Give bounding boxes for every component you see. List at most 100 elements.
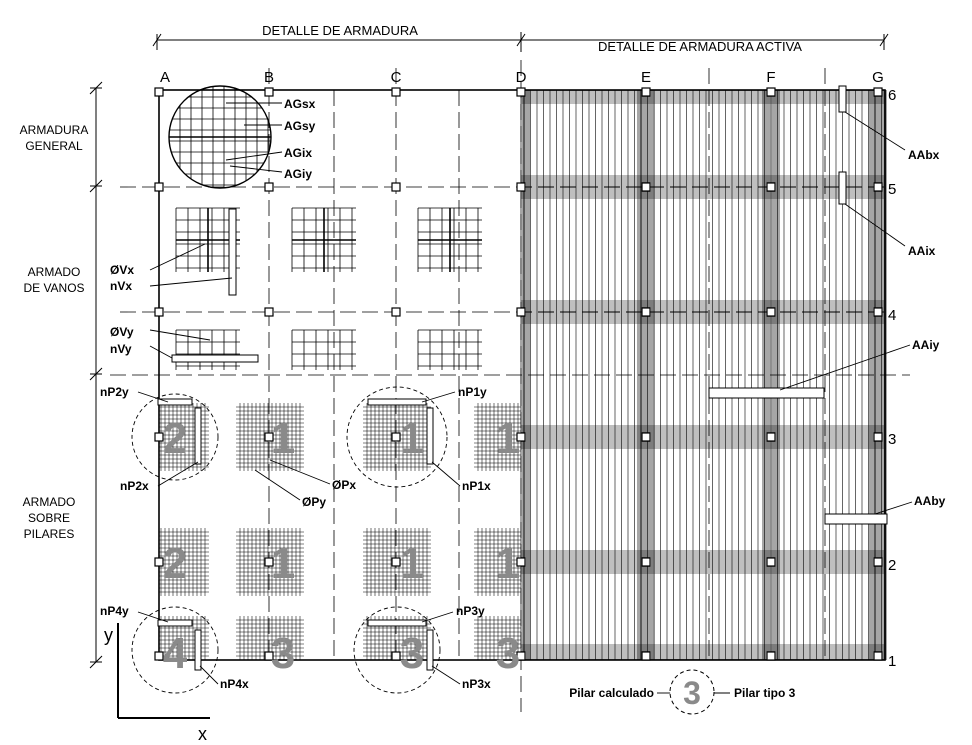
label-np3x: nP3x [462, 677, 491, 691]
section-pilares-2: SOBRE [28, 511, 70, 525]
col-label-d: D [516, 69, 527, 86]
column-mark [873, 557, 883, 567]
column-marks [154, 87, 883, 661]
column-mark [873, 432, 883, 442]
column-mark [516, 307, 526, 317]
row-label-3: 3 [888, 431, 896, 448]
label-vy-diameter: ØVy [110, 325, 134, 339]
row-label-2: 2 [888, 557, 896, 574]
section-general-1: ARMADURA [20, 123, 89, 137]
pilar-type-number: 1 [400, 539, 424, 588]
column-mark [391, 182, 401, 192]
label-agiy: AGiy [284, 167, 312, 181]
column-mark [516, 182, 526, 192]
label-aabx: AAbx [908, 148, 940, 162]
section-vanos-1: ARMADO [28, 265, 81, 279]
column-mark [766, 432, 776, 442]
column-mark [154, 432, 164, 442]
column-mark [154, 557, 164, 567]
xy-axes [117, 623, 210, 719]
label-np1y: nP1y [458, 385, 487, 399]
column-mark [766, 182, 776, 192]
column-mark [391, 87, 401, 97]
column-mark [516, 557, 526, 567]
pilar-type-number: 4 [163, 629, 188, 678]
column-mark [641, 87, 651, 97]
pilar-type-number: 1 [271, 414, 295, 463]
pilar-type-number: 2 [163, 414, 187, 463]
column-mark [391, 651, 401, 661]
column-mark [154, 651, 164, 661]
col-label-b: B [264, 69, 274, 86]
pilar-type-number: 2 [163, 539, 187, 588]
col-label-c: C [391, 69, 402, 86]
pilar-type-number: 1 [496, 539, 520, 588]
column-mark [766, 557, 776, 567]
column-mark [641, 557, 651, 567]
column-mark [264, 182, 274, 192]
column-mark [154, 307, 164, 317]
label-np3y: nP3y [456, 604, 485, 618]
dimension-lines [89, 32, 889, 669]
column-mark [264, 432, 274, 442]
axis-label-x: x [198, 724, 207, 744]
column-mark [391, 307, 401, 317]
col-label-g: G [872, 69, 884, 86]
label-nvy: nVy [110, 342, 132, 356]
column-mark [641, 182, 651, 192]
legend-right-text: Pilar tipo 3 [734, 686, 796, 700]
header-left: DETALLE DE ARMADURA [262, 23, 418, 38]
row-label-5: 5 [888, 181, 896, 198]
row-label-1: 1 [888, 653, 896, 670]
vy-bar-rect [171, 354, 259, 363]
label-agsx: AGsx [284, 97, 316, 111]
axis-label-y: y [104, 625, 113, 645]
section-vanos-2: DE VANOS [23, 281, 84, 295]
active-bars [708, 85, 888, 525]
column-mark [516, 432, 526, 442]
column-mark [516, 87, 526, 97]
column-mark [391, 557, 401, 567]
column-mark [766, 651, 776, 661]
column-mark [766, 87, 776, 97]
column-mark [154, 87, 164, 97]
vx-bar-rect [228, 208, 237, 296]
column-mark [264, 557, 274, 567]
pilar-type-number: 1 [271, 539, 295, 588]
legend-left-text: Pilar calculado [569, 686, 654, 700]
column-mark [264, 307, 274, 317]
pilar-bars [157, 398, 434, 671]
pilar-type-number: 3 [400, 629, 424, 678]
row-label-4: 4 [888, 307, 896, 324]
section-pilares-1: ARMADO [23, 495, 76, 509]
pilar-type-number: 3 [496, 629, 520, 678]
label-np4x: nP4x [220, 677, 249, 691]
section-pilares-3: PILARES [24, 527, 75, 541]
column-mark [873, 182, 883, 192]
section-general-2: GENERAL [25, 139, 83, 153]
header-right: DETALLE DE ARMADURA ACTIVA [598, 39, 802, 54]
label-px-diameter: ØPx [332, 478, 356, 492]
general-reinforcement-circle [168, 85, 272, 189]
label-vx-diameter: ØVx [110, 263, 134, 277]
column-mark [873, 87, 883, 97]
column-mark [641, 651, 651, 661]
legend-circle [669, 669, 715, 715]
column-mark [264, 651, 274, 661]
label-aaby: AAby [914, 494, 946, 508]
column-mark [641, 307, 651, 317]
label-np2x: nP2x [120, 479, 149, 493]
leader-lines [137, 102, 913, 694]
pilar-type-number: 3 [271, 629, 295, 678]
label-np4y: nP4y [100, 604, 129, 618]
row-label-6: 6 [888, 87, 896, 104]
pilar-type-number: 1 [496, 414, 520, 463]
col-label-a: A [160, 69, 170, 86]
column-mark [264, 87, 274, 97]
col-label-e: E [641, 69, 651, 86]
column-mark [766, 307, 776, 317]
column-mark [154, 182, 164, 192]
rebar-meshes [159, 207, 521, 661]
